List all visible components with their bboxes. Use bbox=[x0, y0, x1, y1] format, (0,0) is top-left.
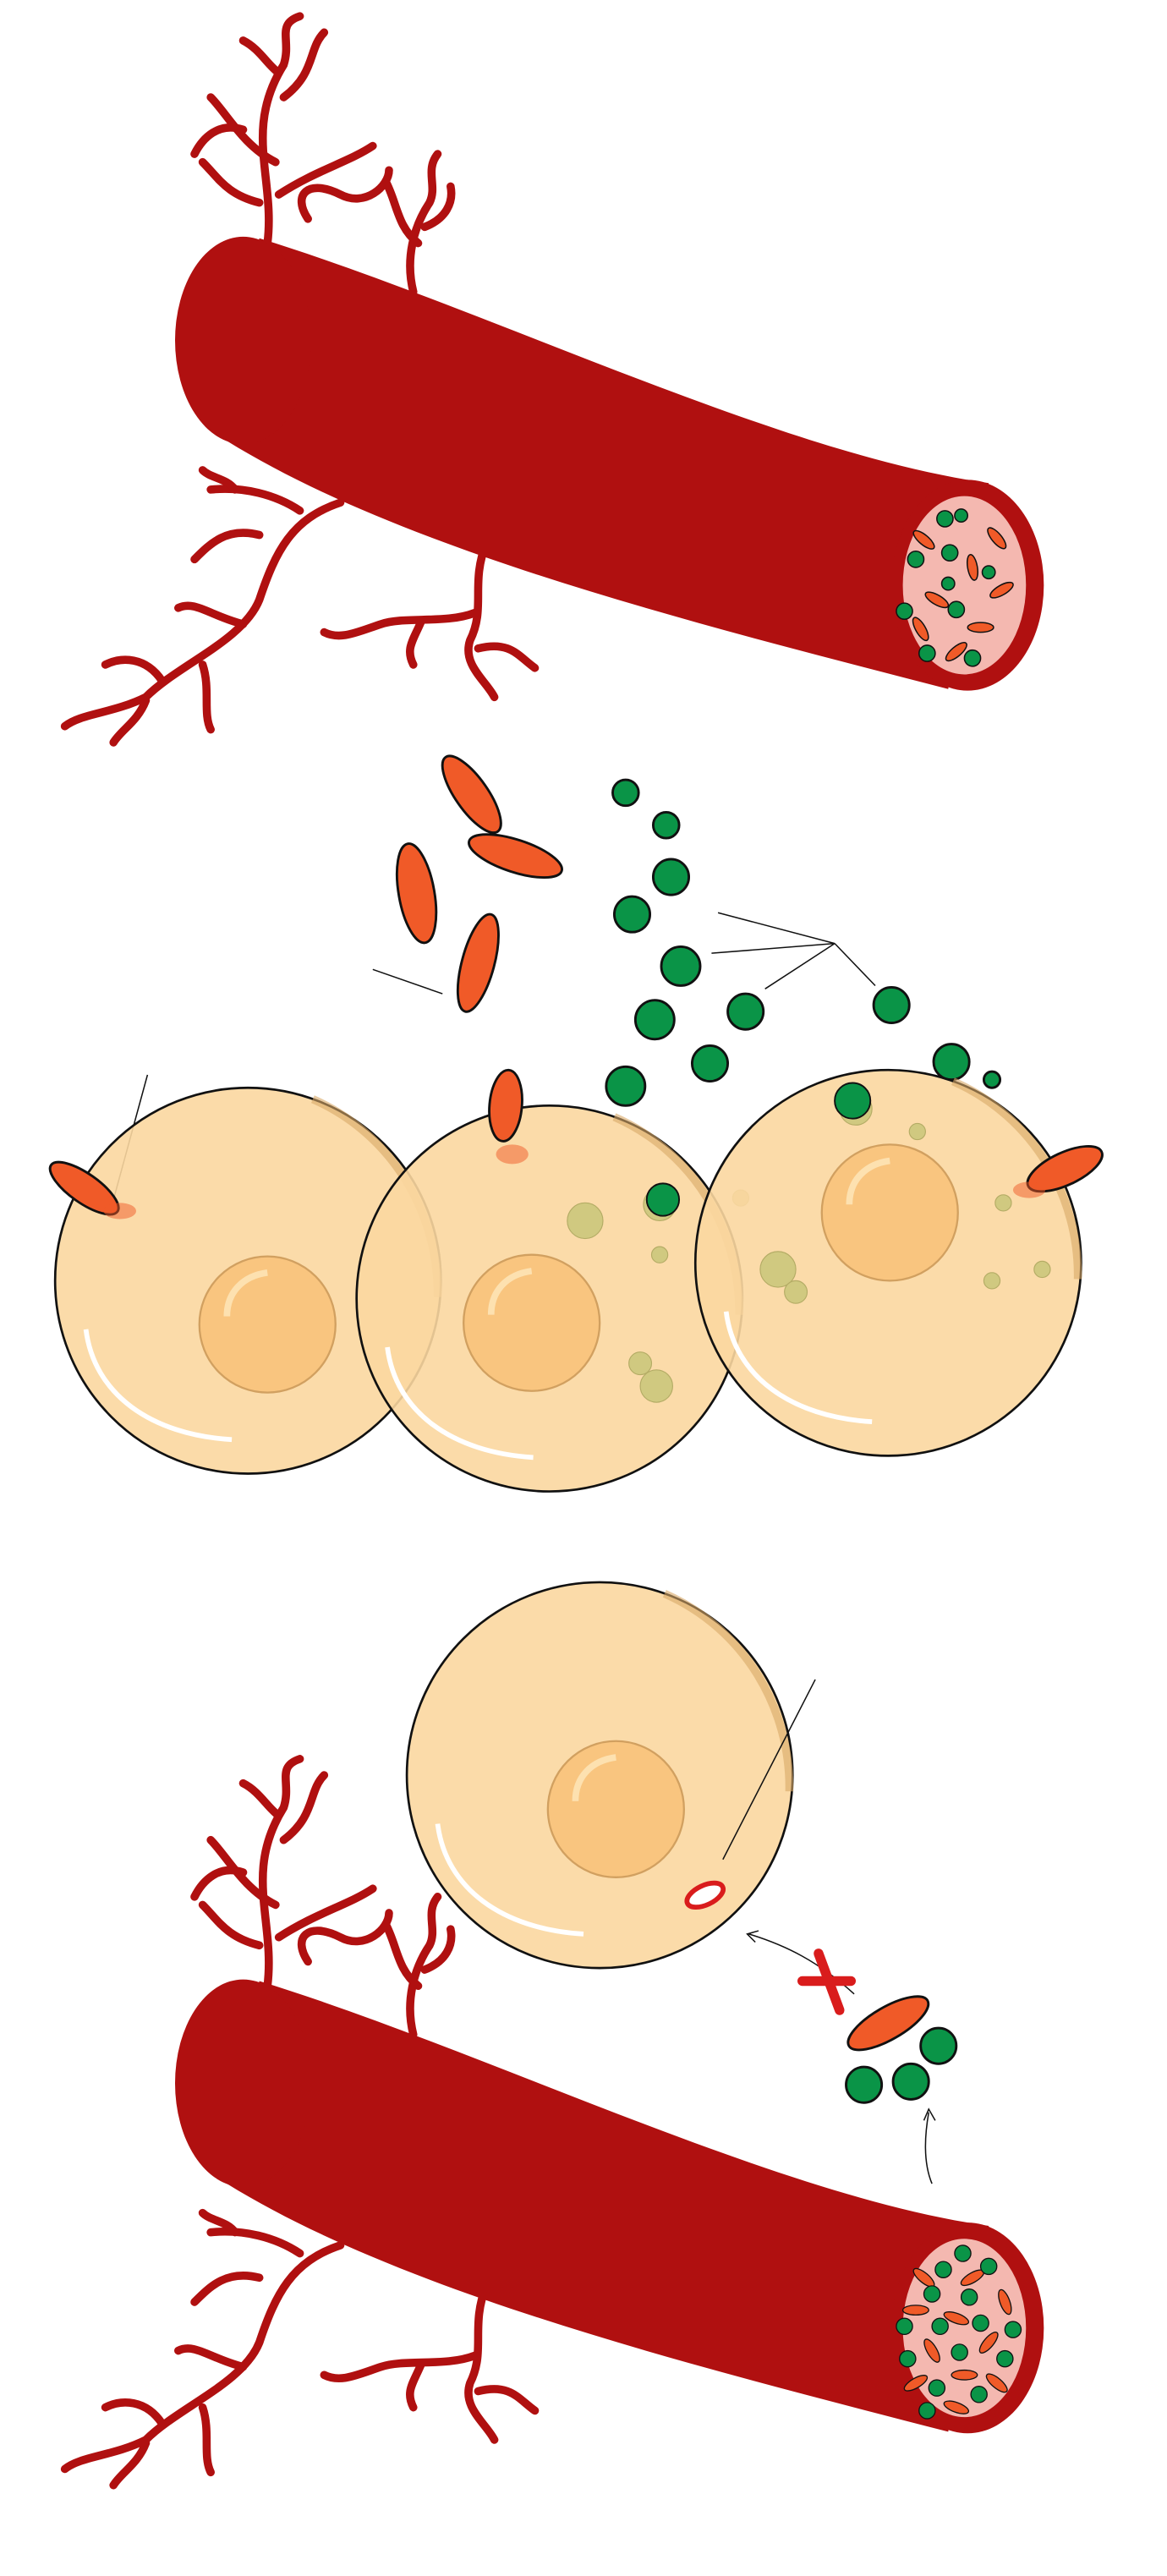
escaping-particles bbox=[845, 1995, 958, 2104]
blocked-x-icon bbox=[797, 1948, 856, 2015]
blood-vessel-top bbox=[65, 16, 1044, 743]
red-particle bbox=[456, 913, 500, 1013]
blood-vessel-bottom bbox=[65, 1759, 1044, 2486]
cell-middle bbox=[357, 1105, 750, 1491]
cell-right bbox=[695, 1070, 1081, 1455]
red-particle bbox=[395, 842, 438, 945]
arrows bbox=[746, 1930, 936, 2184]
green-particles bbox=[605, 778, 1002, 1107]
red-particle bbox=[468, 833, 563, 880]
cell-isolated bbox=[407, 1582, 792, 1968]
arrow-up-icon bbox=[923, 2107, 936, 2184]
bound-red-particles bbox=[48, 1068, 1104, 1219]
receptor-highlight bbox=[684, 1880, 726, 1910]
vessel-contents bbox=[896, 508, 1014, 667]
pointer-line bbox=[722, 1679, 816, 1861]
red-particle bbox=[441, 754, 502, 835]
free-particles bbox=[395, 754, 1002, 1107]
